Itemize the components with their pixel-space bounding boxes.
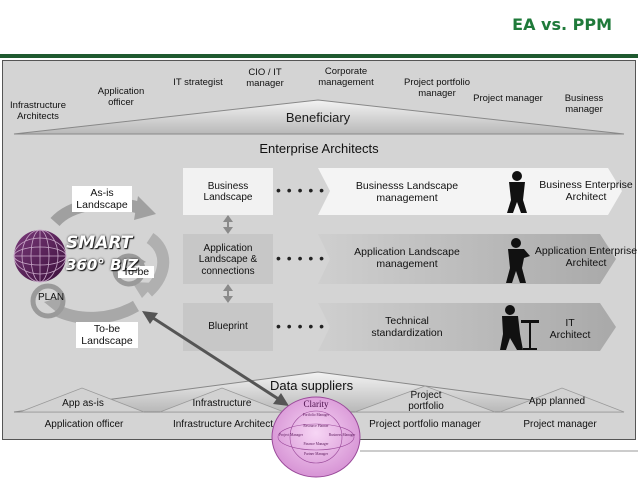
row1-box-label: Business Landscape [203, 180, 253, 204]
supplier-role-project-manager: Project manager [523, 419, 597, 430]
row2-dots: • • • • • [276, 250, 326, 266]
plan-label: PLAN [37, 292, 65, 303]
clarity-item-portfolio: Portfolio Manager [302, 413, 330, 417]
row3-dots: • • • • • [276, 318, 326, 334]
clarity-item-business: Business Manager [328, 433, 356, 437]
clarity-disc [271, 396, 361, 478]
it-architect-silhouette [500, 305, 539, 350]
supplier-head-project-portfolio: Project portfolio [408, 390, 444, 412]
data-suppliers-title: Data suppliers [270, 378, 354, 393]
role-it-strategist: IT strategist [173, 77, 223, 88]
business-architect-silhouette [507, 171, 527, 213]
it-architect-label: IT Architect [549, 317, 591, 341]
row3-arrow [318, 303, 616, 351]
to-be-label: To-be [118, 266, 154, 278]
supplier-triangle-2 [159, 387, 285, 413]
supplier-role-project-portfolio-manager: Project portfolio manager [369, 419, 481, 430]
cycle-arrow-right [143, 233, 170, 297]
role-application-officer: Application officer [97, 86, 145, 108]
row2-box-label: Application Landscape & connections [198, 242, 258, 277]
row1-arrow [318, 168, 622, 215]
clarity-item-partner: Partner Manager [303, 452, 329, 456]
logo-360-biz: 360° BIZ [66, 256, 138, 274]
supplier-head-app-planned: App planned [528, 396, 586, 407]
plan-cycle [30, 283, 66, 319]
application-architect-label: Application Enterprise Architect [534, 245, 638, 269]
clarity-link-arrow [149, 314, 281, 402]
business-architect-label: Business Enterprise Architect [539, 179, 633, 203]
role-cio-it-manager: CIO / IT manager [246, 67, 284, 89]
supplier-triangle-3 [354, 385, 496, 413]
title-divider [0, 54, 638, 58]
supplier-head-infrastructure: Infrastructure [192, 398, 252, 409]
role-project-manager: Project manager [473, 93, 543, 104]
role-business-manager: Business manager [564, 93, 604, 115]
as-is-landscape-label: As-is Landscape [72, 186, 132, 212]
enterprise-architects-title: Enterprise Architects [259, 141, 379, 156]
beneficiary-title: Beneficiary [285, 110, 351, 125]
cycle-arrow-bottom [53, 300, 140, 324]
supplier-head-app-as-is: App as-is [62, 398, 104, 409]
role-infrastructure-architects: Infrastructure Architects [10, 100, 66, 122]
clarity-item-project: Project Manager [279, 433, 303, 437]
supplier-triangle-4 [499, 387, 625, 413]
row1-dots: • • • • • [276, 182, 326, 198]
row3-box-bg [183, 303, 273, 351]
slide-title: EA vs. PPM [512, 15, 612, 34]
supplier-triangle-1 [19, 387, 145, 413]
row2-box-bg [183, 234, 273, 284]
role-project-portfolio-manager: Project portfolio manager [403, 77, 470, 99]
application-architect-silhouette [506, 238, 530, 283]
row1-box-bg [183, 168, 273, 215]
row2-arrow [318, 234, 616, 284]
beneficiary-roof [13, 99, 625, 135]
logo-smart: SMART [66, 233, 133, 253]
clarity-item-resource: Resource Planner [303, 424, 329, 428]
row3-arrow-label: Technical standardization [371, 315, 443, 339]
row3-box-label: Blueprint [208, 321, 248, 333]
clarity-item-finance: Finance Manager [303, 442, 329, 446]
to-be-landscape-label: To-be Landscape [76, 322, 138, 348]
clarity-title: Clarity [303, 399, 329, 409]
supplier-role-application-officer: Application officer [44, 419, 124, 430]
row1-arrow-label: Businesss Landscape management [355, 180, 459, 204]
role-corporate-management: Corporate management [318, 66, 374, 88]
supplier-role-infrastructure-architect: Infrastructure Architect [172, 419, 274, 430]
row2-arrow-label: Application Landscape management [354, 246, 460, 270]
